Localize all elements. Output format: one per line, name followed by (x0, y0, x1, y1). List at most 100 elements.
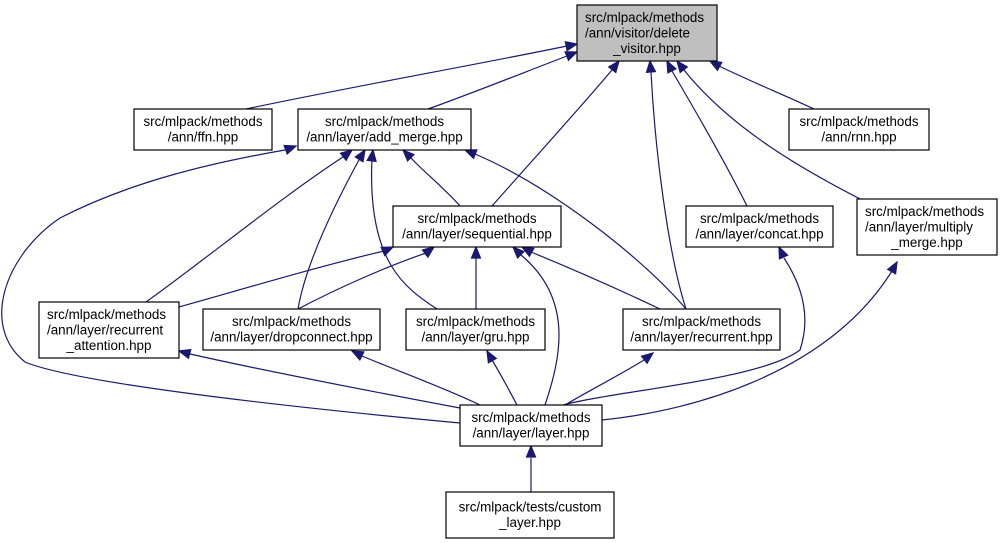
edge-line (491, 69, 613, 207)
node-label-line: /ann/rnn.hpp (821, 130, 896, 145)
arrowhead-icon (486, 349, 498, 364)
edge-line (427, 55, 568, 110)
arrowhead-icon (366, 148, 377, 163)
edges-layer (1, 40, 898, 492)
node-label-line: src/mlpack/methods (47, 307, 166, 322)
node-label-line: src/mlpack/methods (585, 10, 704, 25)
node-label-line: src/mlpack/tests/custom (459, 500, 602, 515)
edge-line (530, 251, 661, 310)
edge-line (370, 157, 438, 310)
edge-line (564, 359, 645, 406)
node-add-merge[interactable]: src/mlpack/methods/ann/layer/add_merge.h… (297, 108, 472, 151)
node-label-line: /ann/layer/recurrent (47, 322, 163, 337)
edge-layer-to-multiply_merge (601, 260, 898, 421)
node-box[interactable] (622, 308, 781, 351)
node-box[interactable] (445, 491, 615, 539)
node-box[interactable] (856, 198, 998, 256)
arrowhead-icon (339, 149, 354, 162)
arrowhead-icon (283, 144, 298, 156)
node-label-line: /ann/layer/layer.hpp (473, 426, 590, 441)
arrowhead-icon (463, 149, 478, 160)
node-concat[interactable]: src/mlpack/methods/ann/layer/concat.hpp (685, 205, 834, 248)
edge-recurrent-to-sequential (520, 246, 661, 310)
edge-line (189, 353, 461, 409)
edge-gru-to-add_merge (366, 148, 438, 310)
edge-layer-to-concat (562, 245, 806, 406)
arrowhead-icon (470, 245, 482, 259)
arrowhead-icon (645, 59, 657, 74)
edge-add_merge-to-delete_visitor (427, 51, 579, 110)
node-ffn[interactable]: src/mlpack/methods/ann/ffn.hpp (133, 108, 273, 151)
node-custom-layer[interactable]: src/mlpack/tests/custom_layer.hpp (445, 491, 615, 539)
node-box[interactable] (38, 301, 180, 359)
node-recurrent[interactable]: src/mlpack/methods/ann/layer/recurrent.h… (622, 308, 781, 351)
edge-sequential-to-delete_visitor (491, 59, 620, 207)
node-box[interactable] (788, 108, 930, 151)
node-label-line: /ann/layer/add_merge.hpp (306, 130, 462, 145)
node-box[interactable] (133, 108, 273, 151)
edge-dropconnect-to-add_merge (297, 148, 366, 310)
node-box[interactable] (202, 308, 381, 351)
node-label-line: /ann/layer/multiply (865, 219, 973, 234)
edge-line (650, 71, 687, 310)
edge-line (145, 156, 344, 303)
arrowhead-icon (380, 246, 395, 257)
node-box[interactable] (576, 4, 718, 62)
edge-line (601, 270, 893, 421)
edge-line (718, 65, 815, 110)
node-box[interactable] (459, 404, 603, 447)
node-recurrent-attention[interactable]: src/mlpack/methods/ann/layer/recurrent_a… (38, 301, 180, 359)
arrowhead-icon (177, 348, 192, 360)
node-label-line: _visitor.hpp (612, 41, 681, 56)
node-sequential[interactable]: src/mlpack/methods/ann/layer/sequential.… (392, 205, 562, 248)
arrowhead-icon (564, 40, 579, 52)
edge-concat-to-delete_visitor (666, 59, 748, 207)
node-label-line: src/mlpack/methods (471, 410, 590, 425)
arrowhead-icon (640, 352, 655, 365)
arrowhead-icon (525, 444, 537, 458)
arrowhead-icon (886, 260, 898, 275)
node-box[interactable] (392, 205, 562, 248)
node-box[interactable] (685, 205, 834, 248)
node-layer[interactable]: src/mlpack/methods/ann/layer/layer.hpp (459, 404, 603, 447)
edge-dropconnect-to-sequential (297, 246, 436, 310)
node-dropconnect[interactable]: src/mlpack/methods/ann/layer/dropconnect… (202, 308, 381, 351)
node-label-line: _layer.hpp (498, 515, 561, 530)
node-box[interactable] (297, 108, 472, 151)
edge-layer-to-recurrent_attention (177, 348, 461, 409)
node-delete-visitor[interactable]: src/mlpack/methods/ann/visitor/delete_vi… (576, 4, 718, 62)
node-label-line: src/mlpack/methods (865, 204, 984, 219)
edge-line (361, 355, 481, 406)
edge-layer-to-gru (486, 349, 518, 406)
edge-gru-to-sequential (470, 245, 482, 309)
edge-layer-to-add_merge (1, 144, 461, 424)
node-label-line: /ann/layer/gru.hpp (422, 330, 530, 345)
node-label-line: src/mlpack/methods (416, 314, 535, 329)
edge-line (683, 69, 867, 203)
arrowhead-icon (401, 148, 416, 163)
node-label-line: _merge.hpp (890, 235, 962, 250)
edge-layer-to-dropconnect (350, 350, 481, 406)
edge-recurrent_attention-to-sequential (178, 246, 395, 308)
node-label-line: /ann/visitor/delete (585, 25, 690, 40)
node-multiply-merge[interactable]: src/mlpack/methods/ann/layer/multiply_me… (856, 198, 998, 256)
edge-line (297, 252, 427, 310)
node-label-line: src/mlpack/methods (799, 114, 918, 129)
arrowhead-icon (520, 246, 535, 258)
edge-line (520, 254, 560, 406)
arrowhead-icon (778, 245, 789, 260)
edge-rnn-to-delete_visitor (708, 60, 815, 110)
node-label-line: _attention.hpp (66, 338, 152, 353)
edge-line (671, 70, 748, 207)
nodes-layer: src/mlpack/methods/ann/visitor/delete_vi… (38, 4, 998, 539)
node-box[interactable] (405, 308, 546, 351)
arrowhead-icon (607, 59, 620, 74)
edge-recurrent-to-delete_visitor (645, 59, 687, 310)
arrowhead-icon (511, 245, 526, 260)
node-gru[interactable]: src/mlpack/methods/ann/layer/gru.hpp (405, 308, 546, 351)
edge-layer-to-recurrent (564, 352, 655, 406)
arrowhead-icon (666, 59, 678, 74)
edge-line (245, 45, 568, 110)
edge-line (491, 359, 518, 406)
node-rnn[interactable]: src/mlpack/methods/ann/rnn.hpp (788, 108, 930, 151)
